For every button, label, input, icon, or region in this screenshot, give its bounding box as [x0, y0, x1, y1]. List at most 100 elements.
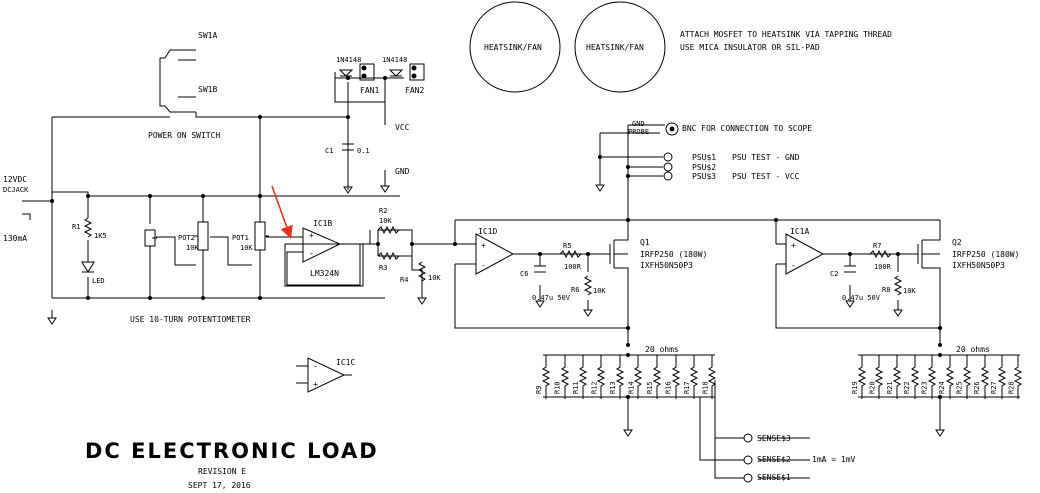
r3-label: R3 [379, 264, 387, 272]
sense3-label: SENSE$3 [757, 434, 791, 443]
svg-text:+: + [313, 380, 318, 389]
bank-resistor-label: R13 [609, 381, 617, 394]
pot2[interactable] [197, 221, 209, 251]
c6-label: C6 [520, 270, 528, 278]
bank-resistor-label: R25 [955, 381, 963, 394]
svg-text:-: - [791, 261, 796, 270]
ic1a-opamp [785, 233, 825, 275]
vcc-label: VCC [395, 123, 410, 132]
ic1d-opamp [475, 233, 515, 275]
pot2-value: 10K [186, 244, 199, 252]
r4-label: R4 [400, 276, 408, 284]
opamp-signs: +- +- +- -+ [309, 231, 796, 389]
bank1-label: 20 ohms [645, 345, 679, 354]
sense1-label: SENSE$1 [757, 473, 791, 482]
q1-part-1: IRFP250 (180W) [640, 250, 707, 259]
bank-resistor-label: R11 [572, 381, 580, 394]
bnc-probe-label: PROBE [628, 128, 649, 136]
gnd-label: GND [395, 167, 410, 176]
ic1a-label: IC1A [790, 227, 809, 236]
r4-value: 10K [428, 274, 441, 282]
bank-resistor-label: R23 [921, 381, 929, 394]
date-label: SEPT 17, 2016 [188, 481, 251, 490]
psu1-label: PSU$1 [692, 153, 716, 162]
page-title: DC ELECTRONIC LOAD [85, 439, 379, 463]
junctions [50, 76, 942, 399]
svg-text:-: - [313, 362, 318, 371]
q2-part-1: IRFP250 (180W) [952, 250, 1019, 259]
heatsink-2 [574, 1, 666, 93]
vin-label: 12VDC [3, 175, 27, 184]
d1-label: 1N4148 [336, 56, 361, 64]
ic1b-label: IC1B [313, 219, 332, 228]
diodes [81, 69, 404, 273]
ground-symbols [47, 180, 945, 437]
ic1c-label: IC1C [336, 358, 355, 367]
pot1-value: 10K [240, 244, 253, 252]
r2-value: 10K [379, 217, 392, 225]
bank-resistor-label: R16 [665, 381, 673, 394]
r5-label: R5 [563, 242, 571, 250]
mosfets [609, 236, 941, 270]
bank-resistor-label: R10 [554, 381, 562, 394]
ic1b-opamp [302, 227, 342, 263]
lm324-label: LM324N [310, 269, 339, 278]
r1-label: R1 [72, 223, 80, 231]
r8-value: 10K [903, 287, 916, 295]
ic1c-pins [296, 365, 352, 384]
bank-resistor-label: R21 [886, 381, 894, 394]
capacitors [342, 143, 856, 273]
wires [22, 49, 1020, 479]
bank-resistor-label: R22 [903, 381, 911, 394]
bank-resistor-label: R15 [646, 381, 654, 394]
bank-resistor-label: R24 [938, 381, 946, 394]
r8-label: R8 [882, 286, 890, 294]
bank-resistor-label: R28 [1008, 381, 1016, 394]
resistor-bank-2 [857, 355, 1023, 399]
ic1d-label: IC1D [478, 227, 497, 236]
bank2-label: 20 ohms [956, 345, 990, 354]
bank-resistor-label: R19 [851, 381, 859, 394]
heatsinks [469, 1, 666, 93]
r5-value: 100R [564, 263, 582, 271]
r6-label: R6 [571, 286, 579, 294]
r1-value: 1K5 [94, 232, 107, 240]
fan1-label: FAN1 [360, 86, 379, 95]
svg-text:+: + [481, 241, 486, 250]
jack-label: DCJACK [3, 186, 29, 194]
led-label: LED [92, 277, 105, 285]
q1-label: Q1 [640, 238, 650, 247]
c2-label: C2 [830, 270, 838, 278]
q2-part-2: IXFH50N50P3 [952, 261, 1005, 270]
resistors [83, 217, 903, 296]
attach-note-2: USE MICA INSULATOR OR SIL-PAD [680, 43, 820, 52]
bank-resistor-label: R12 [591, 381, 599, 394]
op-amps [302, 227, 825, 393]
svg-text:-: - [309, 249, 314, 258]
r6-value: 10K [593, 287, 606, 295]
current-label: 130mA [3, 234, 27, 243]
q2-label: Q2 [952, 238, 962, 247]
labels: SW1A SW1B POWER ON SWITCH 12VDC DCJACK 1… [3, 30, 1019, 490]
sw1a-label: SW1A [198, 31, 217, 40]
power-switch-label: POWER ON SWITCH [148, 131, 220, 140]
pot1-label: POT1 [232, 234, 249, 242]
fan2-label: FAN2 [405, 86, 424, 95]
heatsink-1 [469, 1, 561, 93]
resistor-bank-1 [541, 355, 717, 399]
d2-label: 1N4148 [382, 56, 407, 64]
psu3-label: PSU$3 [692, 172, 716, 181]
psu-vcc-note: PSU TEST - VCC [732, 172, 800, 181]
revision-label: REVISION E [198, 467, 246, 476]
bank-resistor-label: R26 [973, 381, 981, 394]
pot1[interactable] [254, 221, 266, 251]
r7-value: 100R [874, 263, 892, 271]
potentiometers [144, 221, 269, 251]
attach-note-1: ATTACH MOSFET TO HEATSINK VIA TAPPING TH… [680, 30, 892, 39]
sense2-label: SENSE$2 [757, 455, 791, 464]
svg-text:-: - [481, 261, 486, 270]
sw1b-label: SW1B [198, 85, 217, 94]
q1-part-2: IXFH50N50P3 [640, 261, 693, 270]
